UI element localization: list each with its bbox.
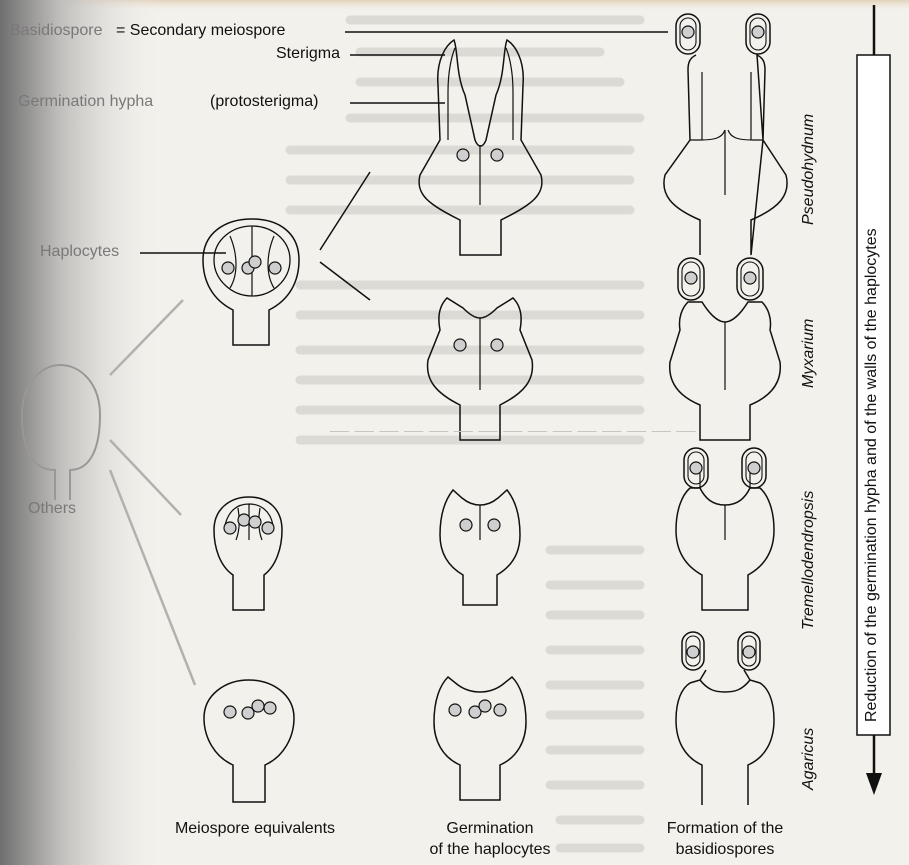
label-basidiospore-prefix: Basidiospore — [10, 22, 103, 40]
heading-basidiospores: Formation of the basidiospores — [635, 818, 815, 860]
label-haplocytes: Haplocytes — [40, 243, 119, 261]
label-others: Others — [28, 500, 76, 518]
heading-basidiospores-line1: Formation of the — [635, 818, 815, 839]
genus-pseudohydnum: Pseudohydnum — [800, 114, 818, 225]
heading-germination-line2: of the haplocytes — [400, 839, 580, 860]
heading-meiospore-equivalents-text: Meiospore equivalents — [175, 820, 335, 837]
genus-myxarium: Myxarium — [800, 319, 818, 388]
heading-meiospore-equivalents: Meiospore equivalents — [160, 818, 350, 839]
label-sterigma: Sterigma — [276, 45, 340, 63]
heading-basidiospores-line2: basidiospores — [635, 839, 815, 860]
bleed-through-text: — — — — — — — — — — — — — — — — [330, 420, 696, 442]
label-protosterigma: (protosterigma) — [210, 93, 318, 111]
label-secondary-meiospore: = Secondary meiospore — [116, 22, 285, 40]
label-germination-hypha: Germination hypha — [18, 93, 153, 111]
heading-germination-line1: Germination — [400, 818, 580, 839]
genus-tremellodendropsis: Tremellodendropsis — [800, 491, 818, 630]
binding-shadow — [0, 0, 165, 865]
genus-agaricus: Agaricus — [800, 728, 818, 790]
axis-label: Reduction of the germination hypha and o… — [863, 228, 881, 722]
heading-germination: Germination of the haplocytes — [400, 818, 580, 860]
